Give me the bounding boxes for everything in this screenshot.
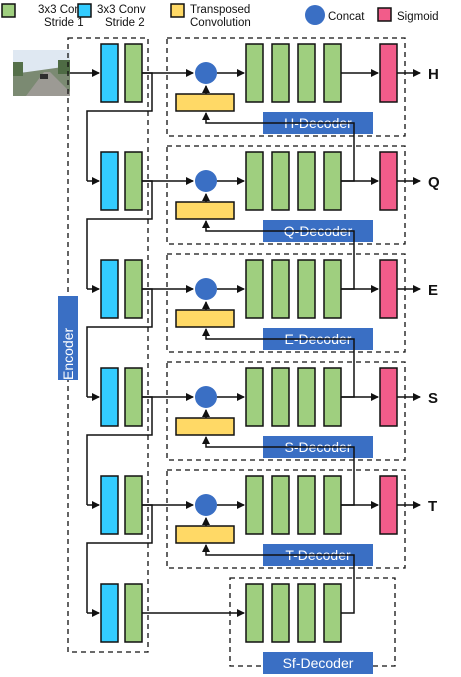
t-decoder-box <box>166 469 406 569</box>
input-road-image <box>13 50 70 96</box>
encoder-conv-stride2-3 <box>100 259 119 319</box>
h-decoder-conv-4 <box>323 43 342 103</box>
e-decoder-conv-4 <box>323 259 342 319</box>
t-sigmoid <box>379 475 398 535</box>
encoder-conv-stride1-6 <box>124 583 143 643</box>
s-concat-node <box>195 386 217 408</box>
encoder-conv-stride2-2 <box>100 151 119 211</box>
q-transposed-conv <box>175 201 235 220</box>
h-decoder-conv-1 <box>245 43 264 103</box>
output-q: Q <box>428 174 440 191</box>
q-upsample-link <box>202 112 355 182</box>
q-decoder-box <box>166 145 406 245</box>
s-decoder-conv-1 <box>245 367 264 427</box>
sf-decoder-conv-3 <box>297 583 316 643</box>
legend-conv1-swatch <box>1 3 16 18</box>
e-decoder-conv-1 <box>245 259 264 319</box>
encoder-conv-stride2-6 <box>100 583 119 643</box>
legend-conv2-swatch <box>77 3 92 18</box>
s-sigmoid <box>379 367 398 427</box>
legend: 3x3 Conv Stride 1 3x3 Conv Stride 2 Tran… <box>1 3 439 29</box>
encoder-conv-stride1-1 <box>124 43 143 103</box>
legend-conv2-line2: Stride 2 <box>105 17 145 29</box>
legend-conv2-line1: 3x3 Conv <box>97 4 146 16</box>
encoder-conv-stride2-4 <box>100 367 119 427</box>
sf-decoder-label: Sf-Decoder <box>283 655 354 671</box>
sf-decoder-conv-1 <box>245 583 264 643</box>
e-upsample-link <box>202 220 355 290</box>
e-sigmoid <box>379 259 398 319</box>
h-transposed-conv <box>175 93 235 112</box>
encoder-label-bg <box>58 296 78 380</box>
sf-decoder-conv-4 <box>323 583 342 643</box>
encoder-conv-stride2-5 <box>100 475 119 535</box>
legend-sigmoid-swatch <box>377 7 392 22</box>
q-concat-node <box>195 170 217 192</box>
q-decoder-conv-4 <box>323 151 342 211</box>
e-decoder-conv-3 <box>297 259 316 319</box>
t-decoder-conv-1 <box>245 475 264 535</box>
q-decoder-conv-3 <box>297 151 316 211</box>
h-concat-node <box>195 62 217 84</box>
t-concat-node <box>195 494 217 516</box>
legend-sigmoid-label: Sigmoid <box>397 11 439 23</box>
s-decoder-box <box>166 361 406 461</box>
connector-lines <box>70 69 421 617</box>
h-decoder-conv-2 <box>271 43 290 103</box>
t-decoder-conv-2 <box>271 475 290 535</box>
encoder-conv-stride1-5 <box>124 475 143 535</box>
output-s: S <box>428 390 438 407</box>
t-transposed-conv <box>175 525 235 544</box>
output-e: E <box>428 282 438 299</box>
encoder-box <box>67 37 149 653</box>
encoder-conv-stride2-1 <box>100 43 119 103</box>
h-decoder-box <box>166 37 406 137</box>
sf-decoder-conv-2 <box>271 583 290 643</box>
encoder-conv-stride1-2 <box>124 151 143 211</box>
sf-decoder-tag <box>263 652 373 674</box>
legend-conv1-line1: 3x3 Conv <box>38 4 87 16</box>
q-decoder-conv-2 <box>271 151 290 211</box>
q-decoder-conv-1 <box>245 151 264 211</box>
legend-transposed-line1: Transposed <box>190 4 250 16</box>
output-h: H <box>428 66 439 83</box>
s-upsample-link <box>202 328 355 398</box>
sf-upsample-link <box>202 544 355 614</box>
legend-concat-label: Concat <box>328 11 365 23</box>
s-transposed-conv <box>175 417 235 436</box>
e-decoder-conv-2 <box>271 259 290 319</box>
t-decoder-conv-3 <box>297 475 316 535</box>
encoder-label: Encoder <box>60 328 76 380</box>
e-decoder-box <box>166 253 406 353</box>
encoder-conv-stride1-4 <box>124 367 143 427</box>
h-sigmoid <box>379 43 398 103</box>
q-sigmoid <box>379 151 398 211</box>
blocks-layer <box>100 43 398 643</box>
s-decoder-conv-4 <box>323 367 342 427</box>
t-decoder-conv-4 <box>323 475 342 535</box>
output-t: T <box>428 498 437 515</box>
s-decoder-conv-3 <box>297 367 316 427</box>
t-upsample-link <box>202 436 355 506</box>
legend-transposed-swatch <box>170 3 185 18</box>
h-decoder-conv-3 <box>297 43 316 103</box>
e-concat-node <box>195 278 217 300</box>
s-decoder-conv-2 <box>271 367 290 427</box>
e-transposed-conv <box>175 309 235 328</box>
legend-conv1-line2: Stride 1 <box>44 17 84 29</box>
legend-concat-circle <box>305 5 325 25</box>
legend-transposed-line2: Convolution <box>190 17 251 29</box>
encoder-conv-stride1-3 <box>124 259 143 319</box>
